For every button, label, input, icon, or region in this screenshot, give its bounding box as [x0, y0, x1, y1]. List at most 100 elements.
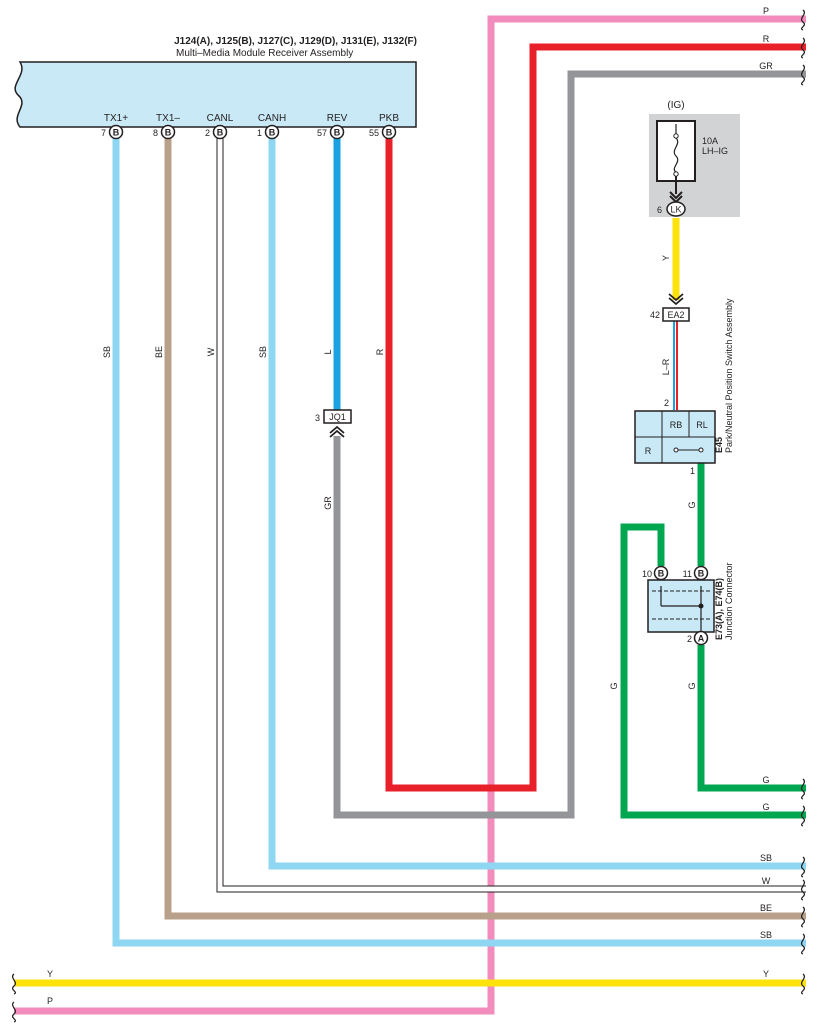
- fuse-name: LH–IG: [702, 146, 728, 156]
- wire-r: [385, 43, 806, 792]
- junction-connector: 10 B 11 B 2 A E73(A), E74(B) Junction Co…: [642, 562, 734, 646]
- svg-text:B: B: [165, 128, 172, 138]
- e45-switch: 2 RB RL R 1 E45 Park/Neutral Position Sw…: [634, 298, 734, 476]
- right-exits: P R GR G G SB W BE SB: [759, 6, 773, 940]
- svg-text:3: 3: [315, 413, 320, 423]
- svg-text:B: B: [269, 128, 276, 138]
- svg-text:B: B: [217, 128, 224, 138]
- svg-text:7: 7: [101, 128, 106, 138]
- bottom-label-y-right: Y: [763, 969, 769, 979]
- wire-label-fuse-out: Y: [661, 255, 671, 261]
- pin-marker-pkb: 55 B: [369, 124, 397, 140]
- exit-label-be: BE: [760, 903, 772, 913]
- pin-marker-tx1-minus: 8 B: [153, 124, 176, 140]
- svg-text:B: B: [113, 128, 120, 138]
- fuse-conn: LK: [670, 205, 681, 215]
- fuse-block: (IG) 10A LH–IG 6 LK: [649, 100, 740, 217]
- bottom-label-y-left: Y: [47, 969, 53, 979]
- receiver-connectors: J124(A), J125(B), J127(C), J129(D), J131…: [174, 36, 417, 47]
- wire-label-tx1-plus: SB: [102, 346, 112, 358]
- bottom-wire-labels: Y Y P: [47, 969, 769, 1006]
- wire-l-r: [673, 321, 678, 410]
- pin-label-tx1-plus: TX1+: [104, 113, 128, 124]
- wire-label-canl: W: [206, 347, 216, 356]
- e45-cell-r: R: [645, 446, 652, 456]
- svg-text:42: 42: [650, 310, 660, 320]
- wire-label-lr: L–R: [661, 358, 671, 375]
- exit-label-gr: GR: [759, 61, 773, 71]
- ea2-connector: 42 EA2: [650, 293, 690, 322]
- pin-marker-canh: 1 B: [257, 124, 280, 140]
- svg-text:1: 1: [257, 128, 262, 138]
- right-break-markers: [800, 9, 806, 995]
- junction-id: E73(A), E74(B): [714, 578, 724, 640]
- pin-marker-rev: 57 B: [317, 124, 345, 140]
- wire-label-pkb: R: [375, 348, 385, 355]
- jq1-connector: 3 JQ1: [315, 409, 352, 438]
- left-break-markers: [11, 973, 17, 1023]
- wire-g-junction: [697, 645, 806, 792]
- wire-label-tx1-minus: BE: [154, 346, 164, 358]
- svg-text:2: 2: [205, 128, 210, 138]
- wire-label-rev-lower: GR: [323, 496, 333, 510]
- wire-canh-sb: [268, 138, 806, 870]
- fuse-rating: 10A: [702, 136, 718, 146]
- svg-text:11: 11: [683, 569, 692, 579]
- wire-canl-w: [216, 138, 806, 893]
- svg-text:55: 55: [369, 128, 379, 138]
- svg-text:B: B: [698, 569, 705, 579]
- junction-pin-right: 11 B: [683, 565, 709, 581]
- wire-g-loop: [620, 523, 806, 819]
- wire-label-rev-upper: L: [323, 349, 333, 354]
- e45-id: E45: [714, 437, 724, 453]
- svg-text:2: 2: [664, 398, 669, 408]
- exit-label-p: P: [763, 6, 769, 16]
- exit-label-r: R: [763, 34, 770, 44]
- wire-labels: SB BE W SB L GR R Y L–R G G G: [102, 255, 697, 690]
- svg-text:6: 6: [657, 205, 662, 215]
- fuse-header: (IG): [667, 100, 684, 111]
- svg-text:B: B: [386, 128, 393, 138]
- svg-text:B: B: [658, 569, 665, 579]
- svg-text:10: 10: [642, 569, 652, 579]
- wire-label-canh: SB: [258, 346, 268, 358]
- pin-label-rev: REV: [327, 113, 348, 124]
- pin-label-canl: CANL: [207, 113, 234, 124]
- wire-gr: [333, 70, 806, 819]
- junction-pin-bottom: 2 A: [687, 630, 709, 646]
- receiver-pins: TX1+ TX1– CANL CANH REV PKB 7 B 8 B 2 B …: [101, 113, 399, 140]
- wire-label-g-left: G: [609, 682, 619, 689]
- pin-label-canh: CANH: [258, 113, 286, 124]
- svg-text:1: 1: [690, 466, 695, 476]
- bottom-label-p-left: P: [47, 996, 53, 1006]
- pin-label-pkb: PKB: [379, 113, 399, 124]
- wire-label-e45-out: G: [687, 501, 697, 508]
- e45-cell-rb: RB: [670, 420, 683, 430]
- pin-label-tx1-minus: TX1–: [156, 113, 180, 124]
- receiver-name: Multi–Media Module Receiver Assembly: [176, 48, 353, 59]
- wire-tx1-minus-be: [164, 138, 806, 920]
- wire-label-jc-out: G: [687, 682, 697, 689]
- ea2-label: EA2: [667, 310, 684, 320]
- exit-label-g1: G: [762, 775, 769, 785]
- e45-name: Park/Neutral Position Switch Assembly: [724, 298, 734, 453]
- svg-text:57: 57: [317, 128, 327, 138]
- jq1-label: JQ1: [329, 412, 346, 422]
- e45-cell-rl: RL: [696, 420, 708, 430]
- wire-p: [14, 15, 806, 1015]
- receiver-assembly: J124(A), J125(B), J127(C), J129(D), J131…: [14, 36, 417, 128]
- exit-label-sb2: SB: [760, 930, 772, 940]
- pin-marker-canl: 2 B: [205, 124, 228, 140]
- exit-label-g2: G: [762, 802, 769, 812]
- exit-label-w: W: [762, 876, 771, 886]
- svg-text:B: B: [334, 128, 341, 138]
- pin-marker-tx1-plus: 7 B: [101, 124, 124, 140]
- svg-text:2: 2: [687, 634, 692, 644]
- exit-label-sb1: SB: [760, 853, 772, 863]
- wire-tx1-plus-sb: [112, 138, 806, 947]
- junction-pin-left: 10 B: [642, 565, 669, 581]
- svg-text:8: 8: [153, 128, 158, 138]
- junction-name: Junction Connector: [724, 562, 734, 640]
- svg-text:A: A: [698, 634, 705, 644]
